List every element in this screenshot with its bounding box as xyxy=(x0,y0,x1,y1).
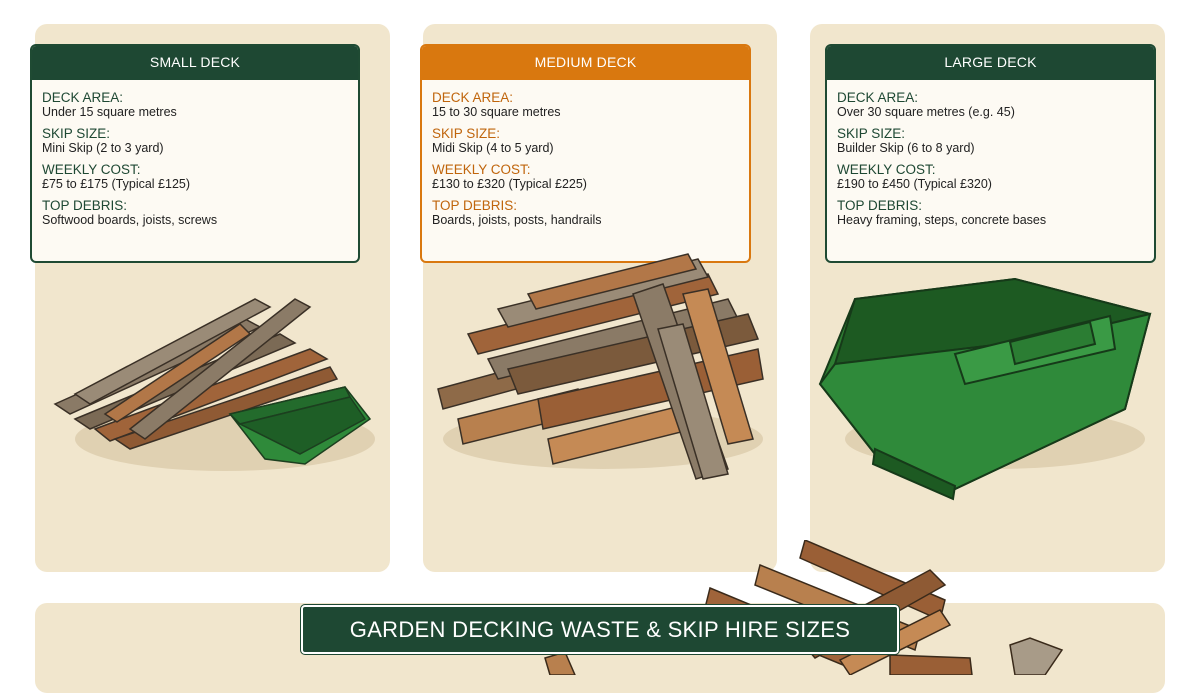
field-value: Builder Skip (6 to 8 yard) xyxy=(837,141,975,155)
large-deck-card: LARGE DECK DECK AREA: Over 30 square met… xyxy=(825,44,1156,263)
field-value: £190 to £450 (Typical £320) xyxy=(837,177,992,191)
field-label: WEEKLY COST: xyxy=(837,162,936,177)
large-deck-panel: LARGE DECK DECK AREA: Over 30 square met… xyxy=(810,24,1165,572)
page-title: GARDEN DECKING WASTE & SKIP HIRE SIZES xyxy=(300,604,900,655)
field-label: DECK AREA: xyxy=(42,90,124,105)
medium-timber-pile-illustration xyxy=(437,253,764,480)
medium-deck-panel: MEDIUM DECK DECK AREA: 15 to 30 square m… xyxy=(420,24,777,572)
field-label: DECK AREA: xyxy=(432,90,514,105)
field-value: £75 to £175 (Typical £125) xyxy=(42,177,191,191)
small-deck-card: SMALL DECK DECK AREA: Under 15 square me… xyxy=(30,44,360,263)
small-deck-panel: SMALL DECK DECK AREA: Under 15 square me… xyxy=(30,24,390,572)
field-label: TOP DEBRIS: xyxy=(42,198,128,213)
field-label: SKIP SIZE: xyxy=(42,126,111,141)
field-value: Softwood boards, joists, screws xyxy=(42,213,218,227)
large-builder-skip-illustration xyxy=(818,277,1152,501)
card-heading: SMALL DECK xyxy=(32,46,358,80)
field-label: TOP DEBRIS: xyxy=(837,198,923,213)
field-value: £130 to £320 (Typical £225) xyxy=(432,177,587,191)
field-label: SKIP SIZE: xyxy=(837,126,906,141)
field-label: WEEKLY COST: xyxy=(432,162,531,177)
field-label: DECK AREA: xyxy=(837,90,919,105)
card-heading: MEDIUM DECK xyxy=(422,46,749,80)
field-label: WEEKLY COST: xyxy=(42,162,141,177)
field-label: TOP DEBRIS: xyxy=(432,198,518,213)
field-value: 15 to 30 square metres xyxy=(432,105,561,119)
field-value: Under 15 square metres xyxy=(42,105,177,119)
field-label: SKIP SIZE: xyxy=(432,126,501,141)
field-value: Mini Skip (2 to 3 yard) xyxy=(42,141,164,155)
medium-deck-card: MEDIUM DECK DECK AREA: 15 to 30 square m… xyxy=(420,44,751,263)
field-value: Boards, joists, posts, handrails xyxy=(432,213,602,227)
field-value: Heavy framing, steps, concrete bases xyxy=(837,213,1047,227)
card-heading: LARGE DECK xyxy=(827,46,1154,80)
small-timber-pile-with-mini-skip-illustration xyxy=(53,298,375,471)
field-value: Over 30 square metres (e.g. 45) xyxy=(837,105,1015,119)
field-value: Midi Skip (4 to 5 yard) xyxy=(432,141,554,155)
